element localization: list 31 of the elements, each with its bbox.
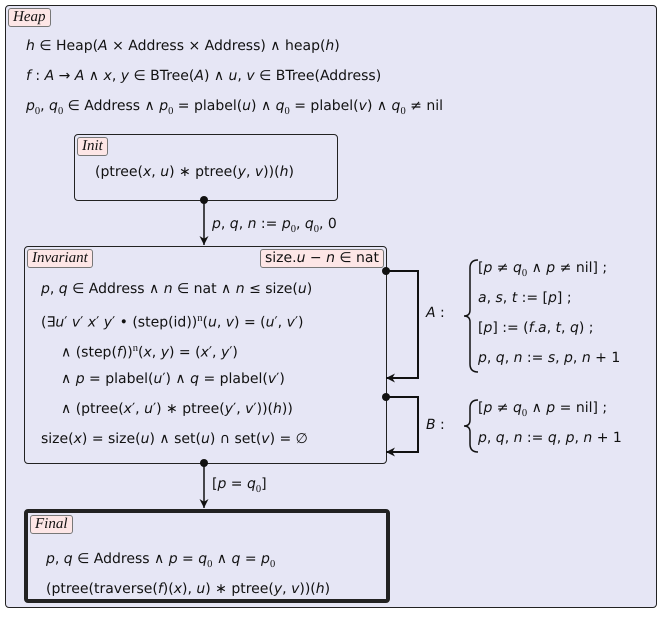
final-box	[24, 509, 390, 603]
formula: p, q ∈ Address ∧ p = q$_{0}$ ∧ q = p$_{0}$	[46, 550, 276, 572]
loop-arrow	[382, 267, 419, 382]
invariant-box	[24, 246, 387, 464]
formula: ∧ (ptree(x′, u′) ∗ ptree(y′, v′))(h))	[61, 400, 293, 419]
arrow	[200, 459, 208, 508]
loop-arrow	[382, 393, 419, 456]
section-title: Init	[77, 137, 108, 156]
assignment-line: [p ≠ q$_{0}$ ∧ p = nil] ;	[478, 399, 608, 421]
formula: ∧ p = plabel(u′) ∧ q = plabel(v′)	[61, 370, 285, 389]
init-box	[74, 134, 338, 201]
formula: (ptree(x, u) ∗ ptree(y, v))(h)	[95, 163, 294, 182]
formula: size(x) = size(u) ∧ set(u) ∩ set(v) = ∅	[41, 430, 308, 449]
assignment-line: p, q, n := q, p, n + 1	[478, 429, 622, 448]
formula: (ptree(traverse(f)(x), u) ∗ ptree(y, v))(h)	[46, 580, 330, 599]
section-title: Final	[30, 515, 72, 534]
arrow	[200, 196, 208, 245]
formula: p, q ∈ Address ∧ n ∈ nat ∧ n ≤ size(u)	[41, 280, 312, 299]
formula: h ∈ Heap(A × Address × Address) ∧ heap(h)	[26, 37, 340, 56]
assignment-line: p, q, n := s, p, n + 1	[478, 349, 620, 368]
assignment-line: [p] := (f.a, t, q) ;	[478, 319, 594, 338]
section-title: Heap	[8, 8, 50, 27]
assignment-line: [p ≠ q$_{0}$ ∧ p ≠ nil] ;	[478, 259, 608, 281]
formula: p$_{0}$, q$_{0}$ ∈ Address ∧ p$_{0}$ = plabel(u) ∧ q$_{0}$ = plabel(v) ∧ q$_{0}$ ≠ nil	[26, 97, 443, 119]
variant-tag: size.u − n ∈ nat	[260, 249, 384, 268]
formula: (∃u′ v′ x′ y′ • (step(id))$^{n}$(u, v) = (u′, v′)	[41, 312, 304, 333]
assignment-line: a, s, t := [p] ;	[478, 289, 572, 308]
formula: f : A → A ∧ x, y ∈ BTree(A) ∧ u, v ∈ BTree(Address)	[26, 67, 382, 86]
heap-region	[5, 5, 657, 608]
formula: ∧ (step(f))$^{n}$(x, y) = (x′, y′)	[61, 342, 238, 363]
section-title: Invariant	[27, 249, 93, 268]
